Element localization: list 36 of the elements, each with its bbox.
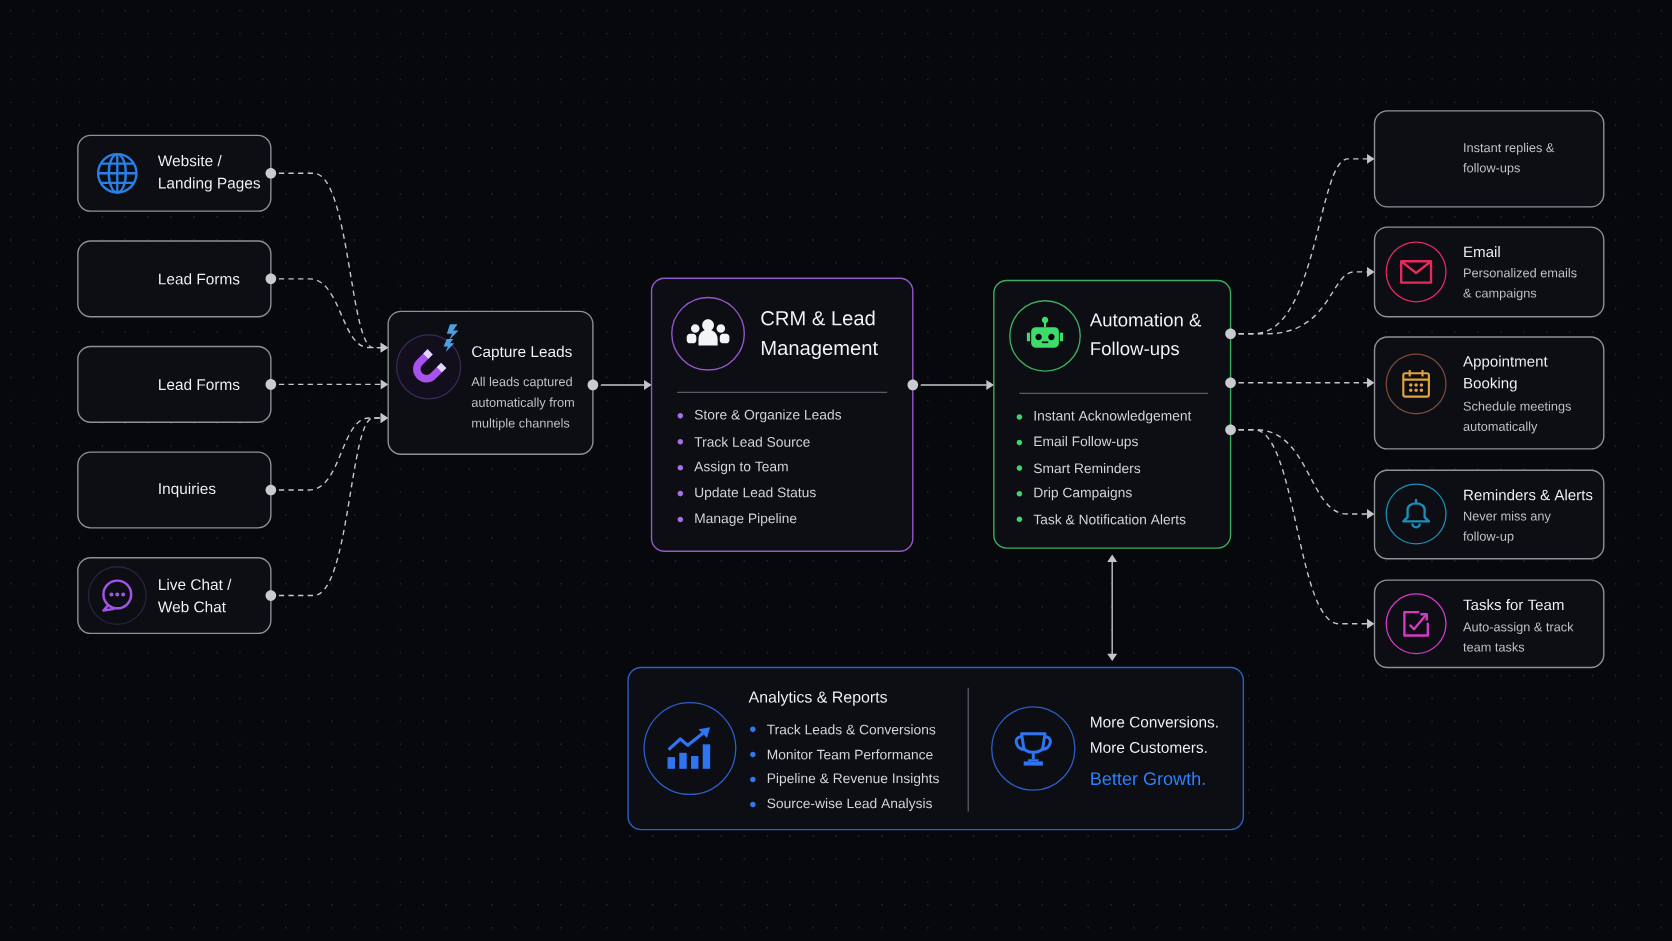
description: Schedule meetings automatically — [1463, 401, 1571, 434]
heading: Capture Leads — [472, 345, 572, 361]
list-item: Update Lead Status — [695, 487, 816, 501]
label: Live Chat / Web Chat — [157, 578, 232, 613]
list-item: Manage Pipeline — [695, 513, 797, 526]
heading: Appointment Booking — [1463, 355, 1548, 392]
list-item: Pipeline & Revenue Insights — [767, 773, 939, 786]
heading: Automation & Follow-ups — [1089, 312, 1202, 359]
list-item: Task & Notification Alerts — [1033, 514, 1186, 525]
label: Lead Forms — [159, 378, 240, 391]
list-item: Track Leads & Conversions — [767, 724, 936, 735]
list-item: Email Follow-ups — [1034, 436, 1138, 449]
label: Lead Forms — [159, 273, 240, 285]
heading: Email — [1464, 246, 1500, 258]
tagline: Better Growth. — [1091, 771, 1205, 786]
list-item: Drip Campaigns — [1034, 487, 1132, 501]
list-item: Assign to Team — [694, 461, 788, 475]
description: Instant replies & follow-ups — [1463, 142, 1555, 175]
description: Auto-assign & track team tasks — [1463, 622, 1574, 652]
list-item: Instant Acknowledgement — [1034, 410, 1192, 424]
heading: CRM & Lead Management — [761, 310, 878, 360]
heading: Reminders & Alerts — [1464, 489, 1593, 501]
heading: Analytics & Reports — [748, 691, 887, 706]
list-item: Smart Reminders — [1033, 463, 1141, 474]
label: Inquiries — [159, 482, 216, 498]
list-item: Store & Organize Leads — [694, 409, 842, 423]
list-item: Track Lead Source — [694, 436, 810, 447]
tagline: More Conversions. — [1091, 716, 1218, 728]
label: Website / Landing Pages — [157, 154, 260, 192]
list-item: Monitor Team Performance — [767, 749, 933, 760]
description: All leads captured automatically from multiple channels — [471, 376, 574, 431]
list-item: Source-wise Lead Analysis — [767, 798, 932, 811]
description: Never miss any follow-up — [1463, 511, 1551, 544]
heading: Tasks for Team — [1463, 599, 1564, 611]
tagline: More Customers. — [1091, 742, 1207, 753]
description: Personalized emails & campaigns — [1463, 268, 1577, 301]
